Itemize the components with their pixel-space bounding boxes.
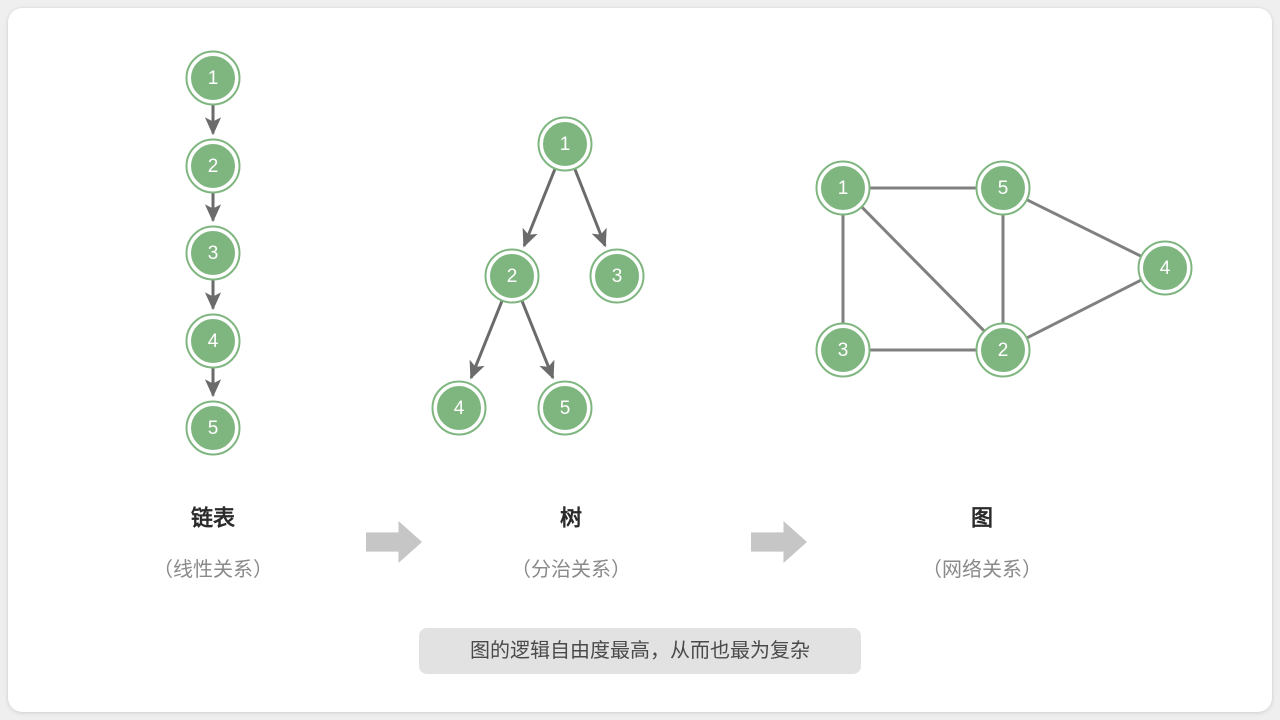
node-label: 4 <box>454 398 465 419</box>
footnote-background <box>419 628 861 674</box>
footnote-layer: 图的逻辑自由度最高，从而也最为复杂 <box>419 628 861 674</box>
node-label: 5 <box>998 178 1009 199</box>
graph-node[interactable]: 1 <box>815 160 871 216</box>
graph-node[interactable]: 3 <box>589 248 645 304</box>
node-circle <box>435 384 483 432</box>
node-circle <box>189 229 237 277</box>
graph-node[interactable]: 4 <box>1137 240 1193 296</box>
node-outer-ring <box>185 313 241 369</box>
nodes-layer: 1 2 3 4 5 1 2 3 4 5 1 5 4 3 2 <box>185 50 1193 456</box>
directed-edge <box>520 300 555 380</box>
node-circle <box>189 404 237 452</box>
node-circle <box>1141 244 1189 292</box>
node-circle <box>189 317 237 365</box>
graph-node[interactable]: 2 <box>484 248 540 304</box>
node-outer-ring <box>589 248 645 304</box>
directed-edge <box>522 168 557 248</box>
node-circle <box>488 252 536 300</box>
node-label: 4 <box>1160 258 1171 279</box>
node-circle <box>189 142 237 190</box>
graph-node[interactable]: 5 <box>537 380 593 436</box>
node-outer-ring <box>815 160 871 216</box>
node-circle <box>819 326 867 374</box>
node-outer-ring <box>185 138 241 194</box>
node-outer-ring <box>975 322 1031 378</box>
graph-node[interactable]: 3 <box>815 322 871 378</box>
node-label: 3 <box>612 266 623 287</box>
graph-node[interactable]: 4 <box>185 313 241 369</box>
edge <box>1026 278 1142 340</box>
graph-node[interactable]: 1 <box>537 116 593 172</box>
node-circle <box>541 384 589 432</box>
panel-title-tree: 树 <box>560 506 582 531</box>
node-outer-ring <box>484 248 540 304</box>
node-label: 2 <box>507 266 518 287</box>
node-label: 1 <box>838 178 849 199</box>
node-circle <box>819 164 867 212</box>
node-circle <box>541 120 589 168</box>
node-circle <box>979 164 1027 212</box>
node-label: 3 <box>208 243 219 264</box>
directed-edge <box>469 300 504 380</box>
node-outer-ring <box>185 50 241 106</box>
node-label: 2 <box>208 156 219 177</box>
footnote-text: 图的逻辑自由度最高，从而也最为复杂 <box>470 639 810 662</box>
graph-node[interactable]: 3 <box>185 225 241 281</box>
node-label: 1 <box>208 68 219 89</box>
node-outer-ring <box>815 322 871 378</box>
node-outer-ring <box>185 225 241 281</box>
edges-layer <box>204 105 1142 398</box>
panel-subtitle-linked-list: （线性关系） <box>153 558 273 581</box>
node-outer-ring <box>975 160 1031 216</box>
node-circle <box>189 54 237 102</box>
graph-node[interactable]: 5 <box>975 160 1031 216</box>
captions-layer: 链表 （线性关系） 树 （分治关系） 图 （网络关系） <box>153 506 1042 582</box>
node-label: 1 <box>560 134 571 155</box>
node-outer-ring <box>431 380 487 436</box>
node-circle <box>593 252 641 300</box>
arrow-right-icon <box>366 521 422 563</box>
node-outer-ring <box>1137 240 1193 296</box>
panel-subtitle-tree: （分治关系） <box>511 558 631 581</box>
edge <box>1026 198 1142 258</box>
graph-node[interactable]: 1 <box>185 50 241 106</box>
graph-node[interactable]: 2 <box>185 138 241 194</box>
panel-title-graph: 图 <box>971 506 993 531</box>
graph-node[interactable]: 4 <box>431 380 487 436</box>
directed-edge <box>573 168 607 248</box>
separators-layer <box>366 521 807 563</box>
node-outer-ring <box>185 400 241 456</box>
node-label: 2 <box>998 340 1009 361</box>
node-label: 5 <box>560 398 571 419</box>
graph-node[interactable]: 5 <box>185 400 241 456</box>
node-circle <box>979 326 1027 374</box>
node-outer-ring <box>537 380 593 436</box>
edge <box>860 206 986 332</box>
node-label: 3 <box>838 340 849 361</box>
panel-subtitle-graph: （网络关系） <box>922 558 1042 581</box>
graph-node[interactable]: 2 <box>975 322 1031 378</box>
node-label: 5 <box>208 418 219 439</box>
arrow-right-icon <box>751 521 807 563</box>
node-label: 4 <box>208 331 219 352</box>
panel-title-linked-list: 链表 <box>191 506 236 531</box>
node-outer-ring <box>537 116 593 172</box>
